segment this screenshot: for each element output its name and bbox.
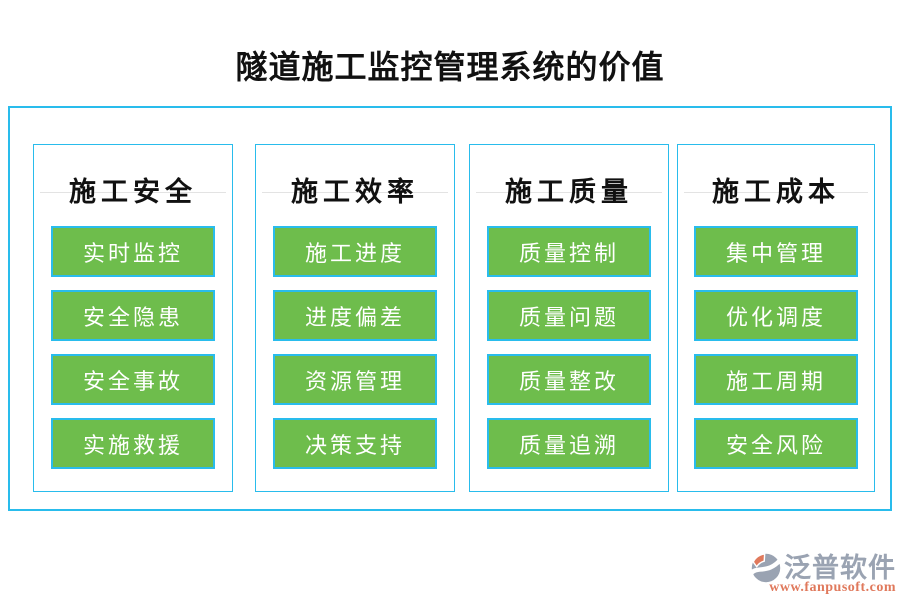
item-button[interactable]: 决策支持: [273, 418, 437, 469]
page-title: 隧道施工监控管理系统的价值: [235, 49, 665, 85]
item-button[interactable]: 质量问题: [487, 290, 651, 341]
column-header: 施工成本: [682, 174, 870, 210]
column-header-label: 施工质量: [505, 177, 633, 207]
item-button[interactable]: 集中管理: [694, 226, 858, 277]
item-button[interactable]: 进度偏差: [273, 290, 437, 341]
brand-url: www.fanpusoft.com: [769, 580, 896, 595]
item-button[interactable]: 资源管理: [273, 354, 437, 405]
column-header: 施工安全: [38, 174, 228, 210]
item-button[interactable]: 优化调度: [694, 290, 858, 341]
item-button[interactable]: 安全隐患: [51, 290, 215, 341]
column-header-label: 施工效率: [291, 177, 419, 207]
item-button[interactable]: 质量控制: [487, 226, 651, 277]
item-button[interactable]: 施工进度: [273, 226, 437, 277]
column-header-label: 施工安全: [69, 177, 197, 207]
column-construction-quality: 施工质量 质量控制 质量问题 质量整改 质量追溯: [469, 144, 669, 492]
column-header: 施工效率: [260, 174, 450, 210]
column-header: 施工质量: [474, 174, 664, 210]
item-button[interactable]: 施工周期: [694, 354, 858, 405]
item-button[interactable]: 实时监控: [51, 226, 215, 277]
item-button[interactable]: 质量整改: [487, 354, 651, 405]
column-construction-cost: 施工成本 集中管理 优化调度 施工周期 安全风险: [677, 144, 875, 492]
fanpu-circle-swoosh-icon: [750, 553, 782, 583]
item-button[interactable]: 安全风险: [694, 418, 858, 469]
diagram-frame: 施工安全 实时监控 安全隐患 安全事故 实施救援 施工效率 施工进度 进度偏差 …: [8, 106, 892, 511]
column-header-label: 施工成本: [712, 177, 840, 207]
brand-name: 泛普软件: [784, 553, 896, 583]
item-button[interactable]: 安全事故: [51, 354, 215, 405]
column-construction-efficiency: 施工效率 施工进度 进度偏差 资源管理 决策支持: [255, 144, 455, 492]
item-button[interactable]: 质量追溯: [487, 418, 651, 469]
column-construction-safety: 施工安全 实时监控 安全隐患 安全事故 实施救援: [33, 144, 233, 492]
brand-logo: 泛普软件 www.fanpusoft.com: [750, 551, 896, 595]
item-button[interactable]: 实施救援: [51, 418, 215, 469]
brand-logo-row: 泛普软件: [750, 551, 896, 585]
